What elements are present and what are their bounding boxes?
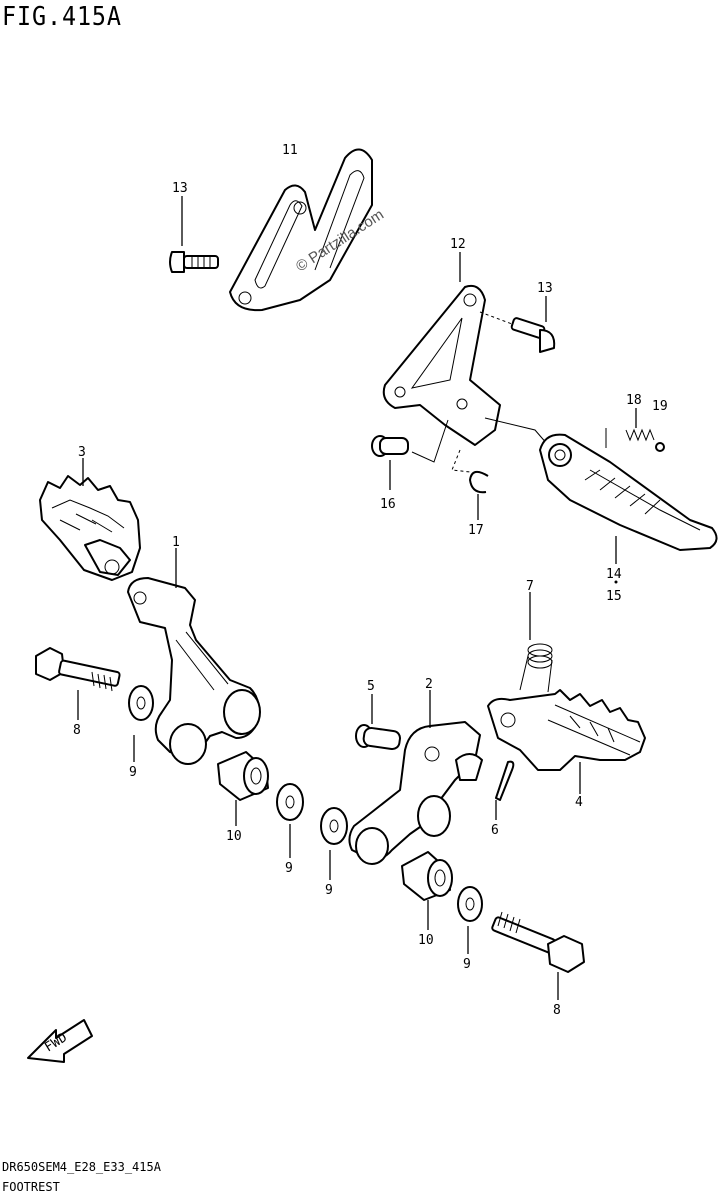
callout-13a: 13 — [172, 181, 188, 196]
washer-9c[interactable] — [320, 807, 348, 845]
callout-18: 18 — [626, 393, 642, 408]
bushing-10b[interactable] — [401, 851, 453, 901]
footrest-peg-14[interactable] — [539, 433, 718, 551]
detent-spring-18[interactable] — [625, 428, 655, 442]
clevis-pin-16[interactable] — [371, 435, 409, 457]
callout-15: 15 — [606, 589, 622, 604]
diagram-caption: FOOTREST — [2, 1180, 60, 1194]
circlip-17[interactable] — [469, 470, 489, 494]
callout-4: 4 — [575, 795, 583, 810]
bolt-13-left[interactable] — [169, 251, 219, 273]
washer-9a[interactable] — [128, 685, 154, 721]
callout-9b: 9 — [285, 861, 293, 876]
callout-2: 2 — [425, 677, 433, 692]
washer-9b[interactable] — [276, 783, 304, 821]
clevis-pin-5[interactable] — [355, 724, 401, 751]
return-spring-7[interactable] — [519, 643, 553, 693]
footrest-peg-3[interactable] — [39, 475, 141, 581]
bushing-10a[interactable] — [217, 751, 269, 801]
callout-10a: 10 — [226, 829, 242, 844]
bolt-13-right[interactable] — [510, 317, 556, 353]
callout-9d: 9 — [463, 957, 471, 972]
footrest-bracket-1[interactable] — [127, 577, 261, 765]
heel-guard-plate-11[interactable] — [229, 148, 373, 312]
bolt-8-left[interactable] — [35, 647, 121, 692]
footrest-bracket-2[interactable] — [348, 721, 483, 865]
callout-13b: 13 — [537, 281, 553, 296]
callout-14: 14 — [606, 567, 622, 582]
callout-11: 11 — [282, 143, 298, 158]
bolt-8-right[interactable] — [491, 911, 585, 973]
fwd-direction-arrow: FWD — [27, 1019, 93, 1063]
callout-9c: 9 — [325, 883, 333, 898]
callout-7: 7 — [526, 579, 534, 594]
callout-17: 17 — [468, 523, 484, 538]
callout-8b: 8 — [553, 1003, 561, 1018]
callout-6: 6 — [491, 823, 499, 838]
callout-16: 16 — [380, 497, 396, 512]
callout-9a: 9 — [129, 765, 137, 780]
figure-title: FIG.415A — [2, 2, 122, 32]
detent-ball-19[interactable] — [655, 442, 665, 452]
callout-1: 1 — [172, 535, 180, 550]
cotter-pin-6[interactable] — [495, 760, 515, 801]
callout-3: 3 — [78, 445, 86, 460]
callout-10b: 10 — [418, 933, 434, 948]
callout-12: 12 — [450, 237, 466, 252]
washer-9d[interactable] — [457, 886, 483, 922]
callout-5: 5 — [367, 679, 375, 694]
callout-8a: 8 — [73, 723, 81, 738]
diagram-code: DR650SEM4_E28_E33_415A — [2, 1160, 161, 1174]
footrest-bracket-12[interactable] — [382, 284, 549, 446]
callout-19: 19 — [652, 399, 668, 414]
footrest-peg-4[interactable] — [487, 689, 646, 771]
